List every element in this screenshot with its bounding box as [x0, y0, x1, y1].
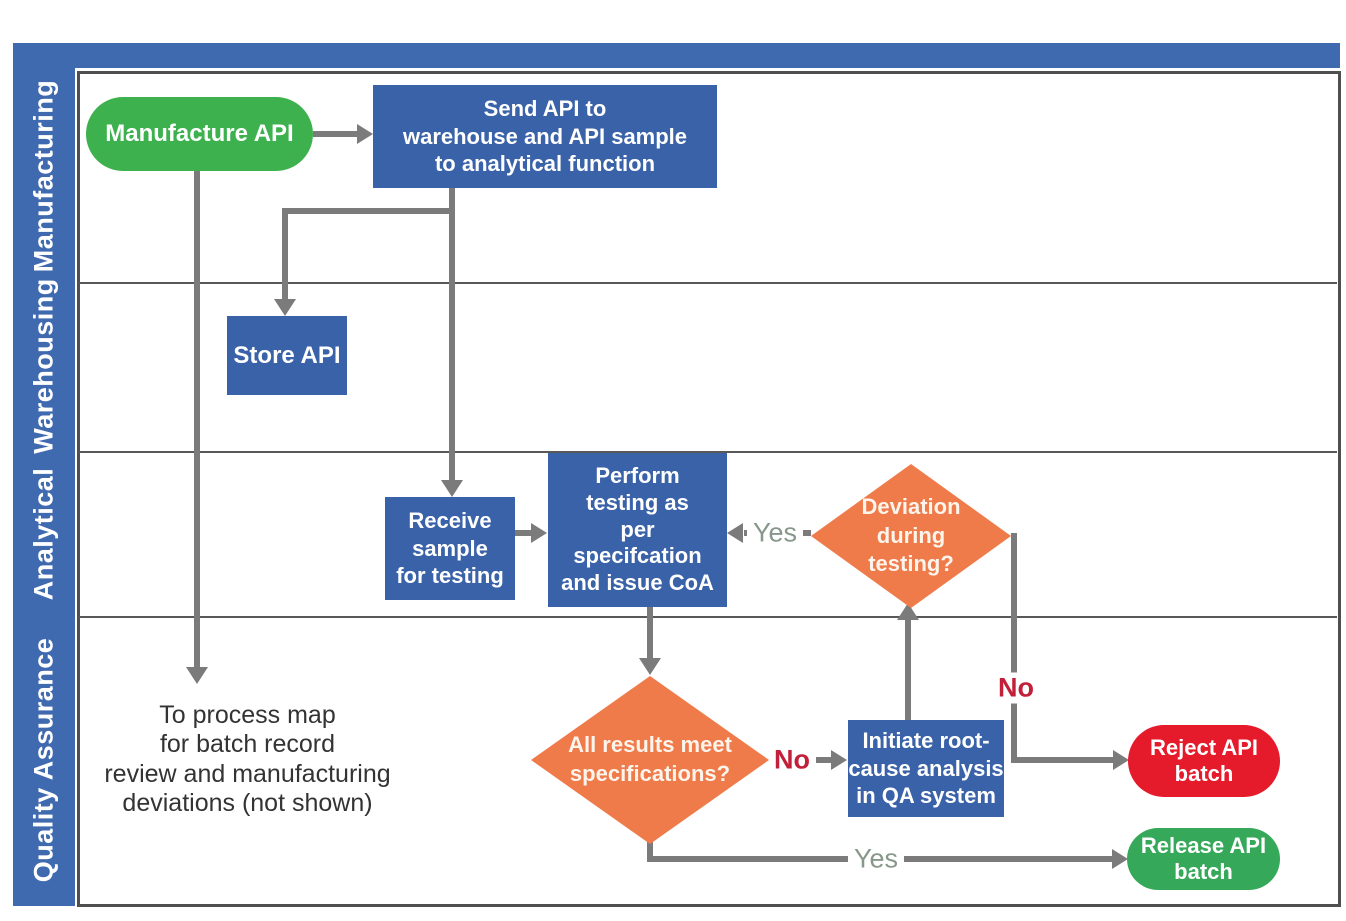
- connector-manufacture-to-send: [313, 131, 358, 137]
- edge-label-deviation-no: No: [992, 672, 1040, 704]
- qa-annotation: To process map for batch record review a…: [104, 701, 391, 817]
- arrowhead-into-store-api: [274, 299, 296, 316]
- receive-sample-node: Receive sample for testing: [385, 497, 515, 600]
- initiate-rca-node: Initiate root- cause analysis in QA syst…: [848, 720, 1004, 817]
- connector-results-yes-vertical: [647, 842, 653, 859]
- lane-separator-manufacturing-warehousing: [79, 282, 1337, 284]
- send-api-node: Send API to warehouse and API sample to …: [373, 85, 717, 188]
- connector-branch-to-store: [285, 208, 452, 214]
- connector-rca-to-deviation: [905, 620, 911, 720]
- lane-label-analytical: Analytical: [28, 467, 59, 601]
- arrowhead-into-receive-sample: [441, 480, 463, 497]
- arrowhead-into-qa-note: [186, 667, 208, 684]
- arrowhead-into-perform-testing-retest: [727, 523, 743, 543]
- lane-label-quality-assurance: Quality Assurance: [28, 637, 59, 883]
- arrowhead-into-initiate-rca: [831, 750, 847, 770]
- edge-label-results-yes: Yes: [847, 843, 905, 875]
- connector-send-to-receive: [449, 188, 455, 481]
- lane-label-manufacturing: Manufacturing: [28, 79, 59, 273]
- lane-separator-analytical-qa: [79, 616, 1337, 618]
- arrowhead-into-send-api: [357, 124, 373, 144]
- arrowhead-into-deviation-decision: [897, 603, 919, 620]
- store-api-node: Store API: [227, 316, 347, 395]
- manufacture-api-node: Manufacture API: [86, 97, 313, 171]
- diagram-border: [77, 71, 1341, 907]
- edge-label-results-no: No: [768, 744, 816, 776]
- connector-perform-to-results: [647, 607, 653, 660]
- lane-label-warehousing: Warehousing: [28, 278, 59, 454]
- edge-label-deviation-yes: Yes: [746, 517, 804, 549]
- arrowhead-into-results-decision: [639, 658, 661, 675]
- connector-manufacture-to-qa-note: [194, 171, 200, 668]
- arrowhead-into-release-batch: [1112, 849, 1128, 869]
- reject-batch-node: Reject API batch: [1128, 725, 1280, 797]
- lane-label-sidebar: [13, 43, 75, 906]
- arrowhead-into-perform-testing: [531, 523, 547, 543]
- lane-separator-warehousing-analytical: [79, 451, 1337, 453]
- connector-deviation-no-horizontal: [1011, 757, 1114, 763]
- connector-deviation-no-vertical: [1011, 533, 1017, 760]
- arrowhead-into-reject-batch: [1113, 750, 1129, 770]
- release-batch-node: Release API batch: [1127, 828, 1280, 890]
- connector-receive-to-perform: [515, 530, 532, 536]
- perform-testing-node: Perform testing as per specifcation and …: [548, 453, 727, 607]
- connector-down-to-store: [282, 208, 288, 300]
- top-frame-bar: [13, 43, 1340, 68]
